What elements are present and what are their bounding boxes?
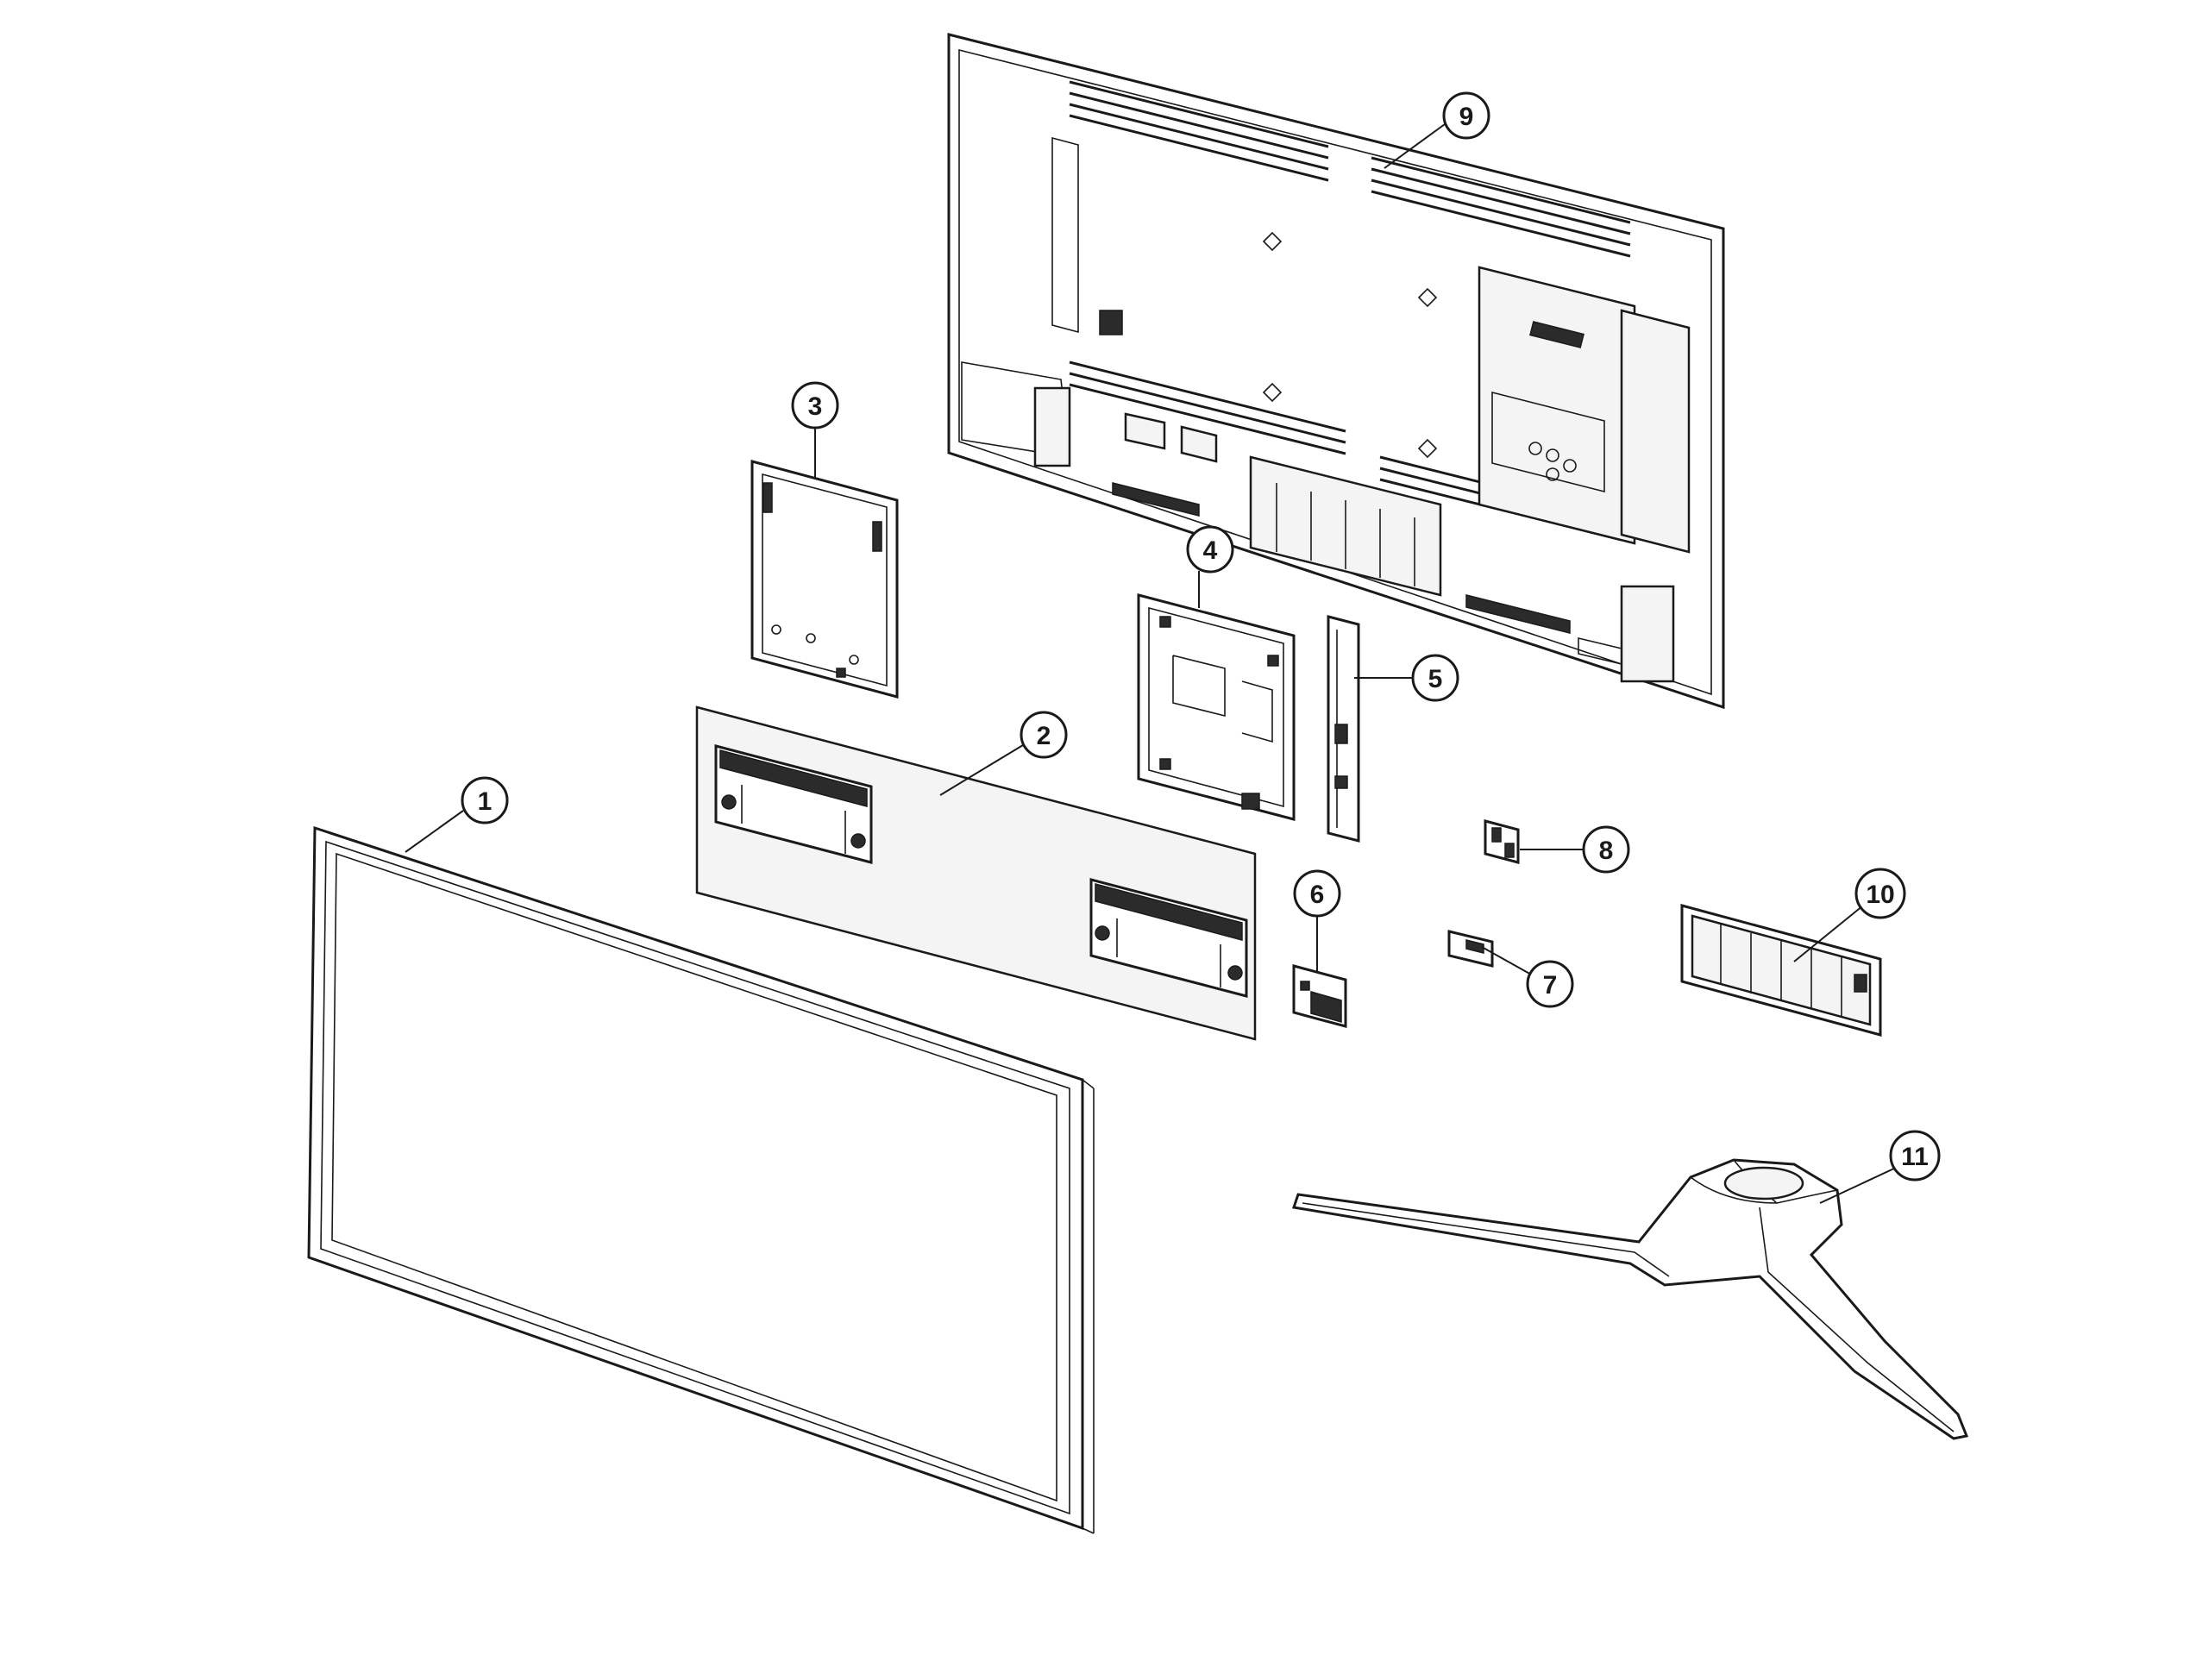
part-9-rear-cover <box>947 33 1725 710</box>
callout-10: 10 <box>1854 868 1906 919</box>
svg-text:11: 11 <box>1901 1143 1929 1171</box>
svg-text:5: 5 <box>1428 665 1443 693</box>
callout-11: 11 <box>1889 1130 1941 1182</box>
callout-9: 9 <box>1442 91 1490 140</box>
svg-text:4: 4 <box>1203 536 1218 565</box>
callout-5: 5 <box>1411 654 1459 702</box>
part-11-stand <box>1292 1158 1969 1440</box>
callout-7: 7 <box>1526 960 1574 1008</box>
part-1-display-panel <box>307 825 1095 1534</box>
svg-text:10: 10 <box>1866 881 1894 909</box>
callout-2: 2 <box>1020 711 1068 759</box>
callout-1: 1 <box>461 776 509 824</box>
rear-cover-speaker-left <box>1112 482 1200 517</box>
svg-text:1: 1 <box>478 787 493 816</box>
rear-cover-slot <box>1051 136 1079 334</box>
part-2-wall-brackets <box>695 705 1257 1041</box>
svg-text:6: 6 <box>1310 881 1325 909</box>
part-5-function-bar <box>1327 615 1360 843</box>
part-10-stand-bracket <box>1680 904 1882 1037</box>
callout-8: 8 <box>1582 825 1630 874</box>
rear-cover-ports <box>1528 442 1577 481</box>
rear-cover-button <box>1099 310 1123 335</box>
rear-cover-connector-panel <box>1478 266 1636 545</box>
part-6-clip <box>1292 964 1347 1028</box>
callout-6: 6 <box>1293 869 1341 918</box>
callout-4: 4 <box>1186 525 1234 574</box>
rear-cover-left-clip <box>1033 386 1071 467</box>
callout-3: 3 <box>791 381 839 429</box>
part-4-main-board <box>1137 593 1296 821</box>
rear-cover-top-vents <box>1069 80 1631 258</box>
vesa-mount-points <box>1262 231 1438 459</box>
svg-text:9: 9 <box>1459 103 1474 131</box>
rear-cover-stand-socket <box>1620 309 1691 554</box>
part-3-board <box>750 460 899 699</box>
svg-text:2: 2 <box>1037 722 1051 750</box>
rear-cover-right-clip <box>1620 585 1675 683</box>
svg-text:3: 3 <box>808 392 823 421</box>
svg-text:8: 8 <box>1599 837 1614 865</box>
leader-lines <box>405 123 1898 1204</box>
svg-text:7: 7 <box>1543 971 1558 1000</box>
part-8-bracket <box>1484 819 1520 864</box>
rear-cover-speaker-right <box>1465 594 1571 634</box>
part-7-clip <box>1447 930 1494 968</box>
